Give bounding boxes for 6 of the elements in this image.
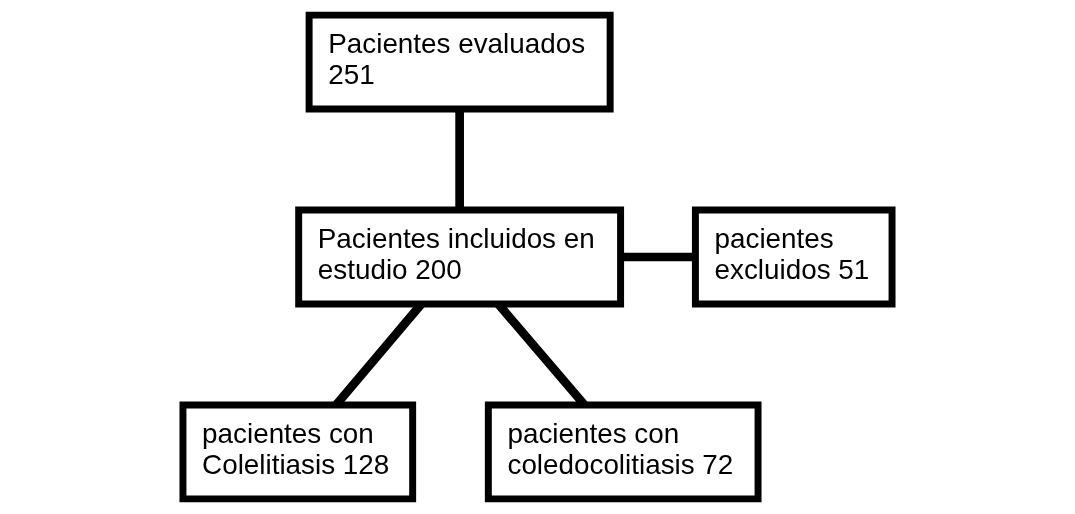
connector	[455, 109, 464, 210]
node-box: pacientes excluidos 51	[691, 206, 896, 308]
node-box: pacientes con coledocolitiasis 72	[484, 401, 762, 503]
node-box: Pacientes evaluados 251	[305, 11, 614, 113]
node-box: Pacientes incluidos en estudio 200	[295, 206, 625, 308]
node-box: pacientes con Colelitiasis 128	[179, 401, 417, 503]
